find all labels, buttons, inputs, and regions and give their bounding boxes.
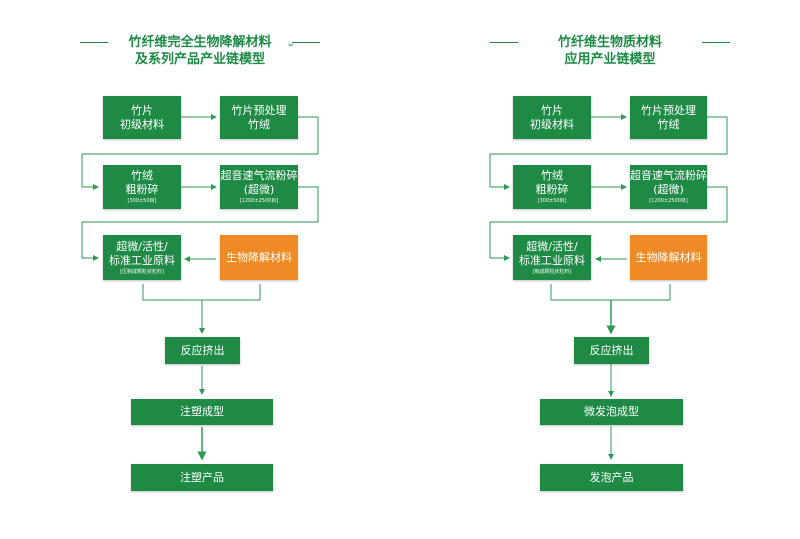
right-connectors [489,114,728,460]
node-note: [制成颗粒状粒料] [532,268,572,275]
node-coarse-grinding: 竹绒 粗粉碎 [300±50目] [513,165,591,209]
node-note: [300±50目] [537,198,567,204]
left-connectors [81,114,319,461]
node-line2: 初级材料 [530,117,574,131]
node-line1: 反应挤出 [180,343,225,357]
node-line2: 标准工业原料 [519,253,585,267]
node-line1: 竹片预处理 [641,103,696,117]
node-note: [1200±2500目] [649,198,688,204]
node-pretreatment: 竹片预处理 竹绒 [630,96,707,139]
node-line2: 标准工业原料 [109,253,175,267]
node-line1: 超音速气流粉碎 [220,169,298,182]
node-bamboo-chips: 竹片 初级材料 [103,96,181,139]
node-foam-product: 发泡产品 [540,464,683,491]
node-line1: 竹片 [541,103,563,117]
left-title-line2: 及系列产品产业链模型 [134,52,265,67]
node-line2: 竹绒 [657,117,680,131]
node-molding: 注塑成型 [131,399,273,425]
node-line2: 竹绒 [248,117,270,131]
node-note: [压制成颗粒状粒料] [120,268,164,275]
node-coarse-grinding: 竹绒 粗粉碎 [300±50目] [103,165,181,209]
node-line1: 超微/活性/ [526,239,578,253]
node-line2: (超微) [653,183,684,196]
node-line1: 发泡产品 [589,470,634,484]
node-line1: 反应挤出 [589,343,634,357]
decorative-mark: ∞ [288,41,294,49]
left-flowchart: 竹纤维完全生物降解材料 及系列产品产业链模型 ∞ 竹片 初级材料 竹片预处理 竹… [80,34,320,491]
node-line1: 竹片预处理 [231,103,287,117]
node-line1: 微发泡成型 [584,405,639,418]
node-reactive-extrusion: 反应挤出 [574,337,649,364]
node-jet-milling: 超音速气流粉碎 (超微) [1200±2500目] [630,165,707,209]
node-note: [1200±2500目] [239,198,279,204]
node-line1: 超微/活性/ [116,239,168,253]
title-rule-right [292,42,320,43]
node-bamboo-chips: 竹片 初级材料 [513,96,591,139]
node-product: 注塑产品 [131,464,273,491]
left-title: 竹纤维完全生物降解材料 及系列产品产业链模型 [80,34,320,68]
node-biodegradable-material: 生物降解材料 [220,235,298,280]
node-note: [300±50目] [127,198,157,204]
node-line1: 竹绒 [131,169,153,182]
right-title-line1: 竹纤维生物质材料 [557,35,662,50]
node-foam-molding: 微发泡成型 [540,399,683,425]
node-jet-milling: 超音速气流粉碎 (超微) [1200±2500目] [220,165,298,209]
node-line1: 生物降解材料 [635,250,702,264]
node-biodegradable-material: 生物降解材料 [630,235,707,280]
node-line1: 生物降解材料 [226,250,292,264]
left-title-line1: 竹纤维完全生物降解材料 [128,35,272,50]
node-industrial-material: 超微/活性/ 标准工业原料 [压制成颗粒状粒料] [103,235,181,280]
title-rule-right [702,42,730,43]
node-line2: (超微) [243,183,275,196]
right-title-line2: 应用产业链模型 [564,52,656,67]
node-line2: 粗粉碎 [125,183,159,196]
node-line1: 竹绒 [541,169,563,182]
right-title: 竹纤维生物质材料 应用产业链模型 [490,34,730,68]
right-flowchart: 竹纤维生物质材料 应用产业链模型 竹片 初级材料 竹片预处理 竹绒 竹绒 粗粉碎… [400,0,800,539]
node-industrial-material: 超微/活性/ 标准工业原料 [制成颗粒状粒料] [513,235,591,280]
node-line2: 粗粉碎 [535,183,569,196]
node-pretreatment: 竹片预处理 竹绒 [220,96,298,139]
node-line1: 注塑产品 [180,470,224,484]
title-rule-left [80,42,108,43]
title-rule-left [490,42,518,43]
node-line2: 初级材料 [120,117,164,131]
node-line1: 超音速气流粉碎 [630,169,707,182]
node-line1: 注塑成型 [180,405,224,418]
node-reactive-extrusion: 反应挤出 [165,337,240,364]
node-line1: 竹片 [131,103,153,117]
